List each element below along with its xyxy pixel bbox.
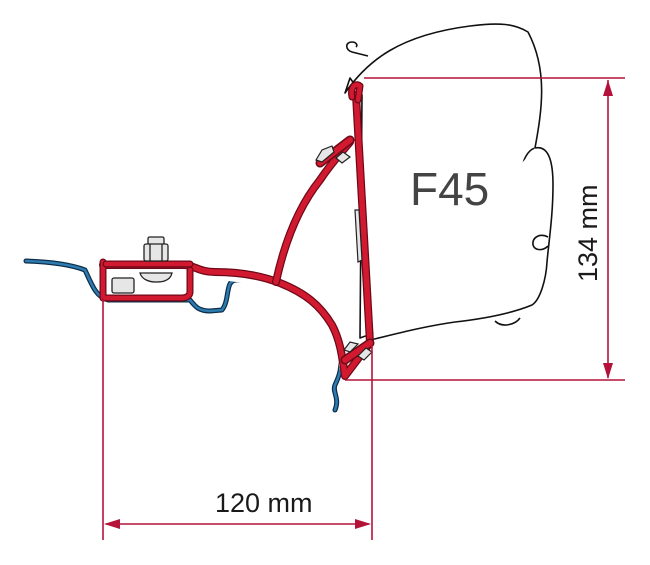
bolt — [111, 236, 173, 294]
nut-icon — [143, 243, 169, 262]
arrow-right-icon — [355, 519, 371, 529]
clamp-block-icon — [111, 277, 135, 294]
vehicle-roof-profile — [23, 258, 344, 413]
arrow-left-icon — [104, 519, 120, 529]
height-dimension-label: 134 mm — [573, 184, 603, 282]
product-label: F45 — [410, 163, 489, 215]
clamp-pads — [315, 145, 373, 361]
arrow-up-icon — [603, 80, 613, 96]
arrow-down-icon — [603, 363, 613, 379]
width-dimension-label: 120 mm — [215, 488, 313, 518]
dimension-lines — [102, 77, 625, 540]
adapter-bracket — [99, 81, 375, 380]
awning-hook-icon — [345, 41, 369, 57]
awning-housing — [344, 23, 554, 341]
